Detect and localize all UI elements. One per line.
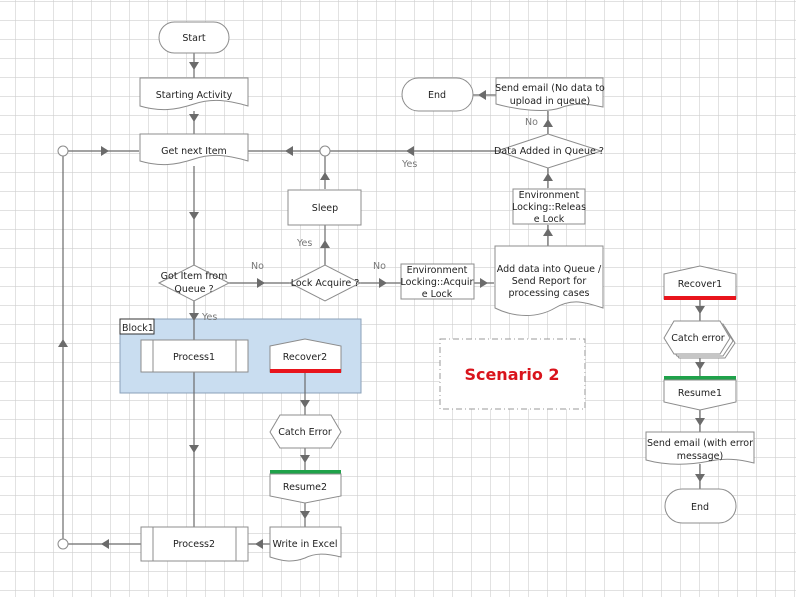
lock-acquire-label: Lock Acquire ? <box>291 278 360 289</box>
env-release-line1: Environment <box>519 190 580 201</box>
merge-junction[interactable] <box>319 145 331 157</box>
end-top-label: End <box>428 90 446 101</box>
block1-label: Block1 <box>122 323 154 334</box>
recover1-node[interactable]: Recover1 <box>663 265 737 300</box>
recover2-bar <box>270 369 341 373</box>
send-email-error-line2: message) <box>677 451 723 462</box>
edge-label-got-item-no: No <box>251 261 264 272</box>
resume2-label: Resume2 <box>283 482 327 493</box>
write-excel-node[interactable]: Write in Excel <box>269 526 342 562</box>
start-label: Start <box>182 33 205 44</box>
scenario-label: Scenario 2 <box>464 365 559 384</box>
write-excel-label: Write in Excel <box>273 539 338 550</box>
env-lock-acquire-node[interactable]: Environment Locking::Acquir e Lock <box>400 263 475 300</box>
arrowheads <box>58 62 705 549</box>
catch-error2-node[interactable]: Catch Error <box>269 414 342 449</box>
catch-error1-node[interactable]: Catch error <box>663 320 736 359</box>
end-right-label: End <box>691 502 709 513</box>
resume1-label: Resume1 <box>678 388 722 399</box>
get-next-item-node[interactable]: Get next Item <box>139 133 249 166</box>
edge-label-lock-yes: Yes <box>296 238 312 249</box>
send-email-no-data-line1: Send email (No data to <box>495 83 605 94</box>
add-data-line2: Send Report for <box>512 276 587 287</box>
recover2-node[interactable]: Recover2 <box>269 338 342 373</box>
add-data-line1: Add data into Queue / <box>497 264 602 275</box>
env-lock-release-node[interactable]: Environment Locking::Releas e Lock <box>512 188 586 225</box>
env-release-line2: Locking::Releas <box>512 202 586 213</box>
sleep-label: Sleep <box>312 203 338 214</box>
catch-error2-label: Catch Error <box>278 427 332 438</box>
edge-label-data-added-yes: Yes <box>401 159 417 170</box>
resume1-node[interactable]: Resume1 <box>663 376 737 411</box>
process1-label: Process1 <box>173 352 215 363</box>
lock-acquire-decision[interactable]: Lock Acquire ? <box>288 264 362 302</box>
process1-node[interactable]: Process1 <box>140 339 249 373</box>
env-acquire-line1: Environment <box>407 265 468 276</box>
edge-label-got-item-yes: Yes <box>201 312 217 323</box>
edge-label-lock-no: No <box>373 261 386 272</box>
send-email-error-line1: Send email (with error <box>647 438 753 449</box>
env-acquire-line3: e Lock <box>422 289 453 300</box>
recover1-label: Recover1 <box>678 279 722 290</box>
data-added-label: Data Added in Queue ? <box>494 146 604 157</box>
start-node[interactable]: Start <box>158 21 230 54</box>
scenario-annotation[interactable]: Scenario 2 <box>439 338 586 410</box>
add-data-node[interactable]: Add data into Queue / Send Report for pr… <box>494 245 604 316</box>
get-next-item-label: Get next Item <box>161 146 227 157</box>
resume2-bar <box>270 470 341 474</box>
resume1-bar <box>664 376 736 380</box>
catch-error1-label: Catch error <box>671 333 725 344</box>
recover2-label: Recover2 <box>283 352 327 363</box>
got-item-decision[interactable]: Got Item from Queue ? <box>157 264 231 302</box>
send-email-no-data-line2: upload in queue) <box>510 96 591 107</box>
loop-junction-bottom[interactable] <box>57 538 69 550</box>
recover1-bar <box>664 296 736 300</box>
end-top-node[interactable]: End <box>401 77 474 112</box>
starting-activity-node[interactable]: Starting Activity <box>139 77 249 111</box>
end-right-node[interactable]: End <box>664 488 737 524</box>
send-email-no-data-node[interactable]: Send email (No data to upload in queue) <box>495 77 605 112</box>
env-release-line3: e Lock <box>534 214 565 225</box>
add-data-line3: processing cases <box>508 288 589 299</box>
resume2-node[interactable]: Resume2 <box>269 470 342 504</box>
starting-activity-label: Starting Activity <box>156 90 233 101</box>
got-item-label-line2: Queue ? <box>174 284 213 295</box>
got-item-label-line1: Got Item from <box>161 271 228 282</box>
loop-junction-top[interactable] <box>57 145 69 157</box>
sleep-node[interactable]: Sleep <box>287 189 362 226</box>
env-acquire-line2: Locking::Acquir <box>401 277 474 288</box>
process2-node[interactable]: Process2 <box>140 526 249 562</box>
send-email-error-node[interactable]: Send email (with error message) <box>645 431 755 465</box>
edge-label-data-added-no: No <box>525 117 538 128</box>
process2-label: Process2 <box>173 539 215 550</box>
data-added-decision[interactable]: Data Added in Queue ? <box>494 133 604 169</box>
